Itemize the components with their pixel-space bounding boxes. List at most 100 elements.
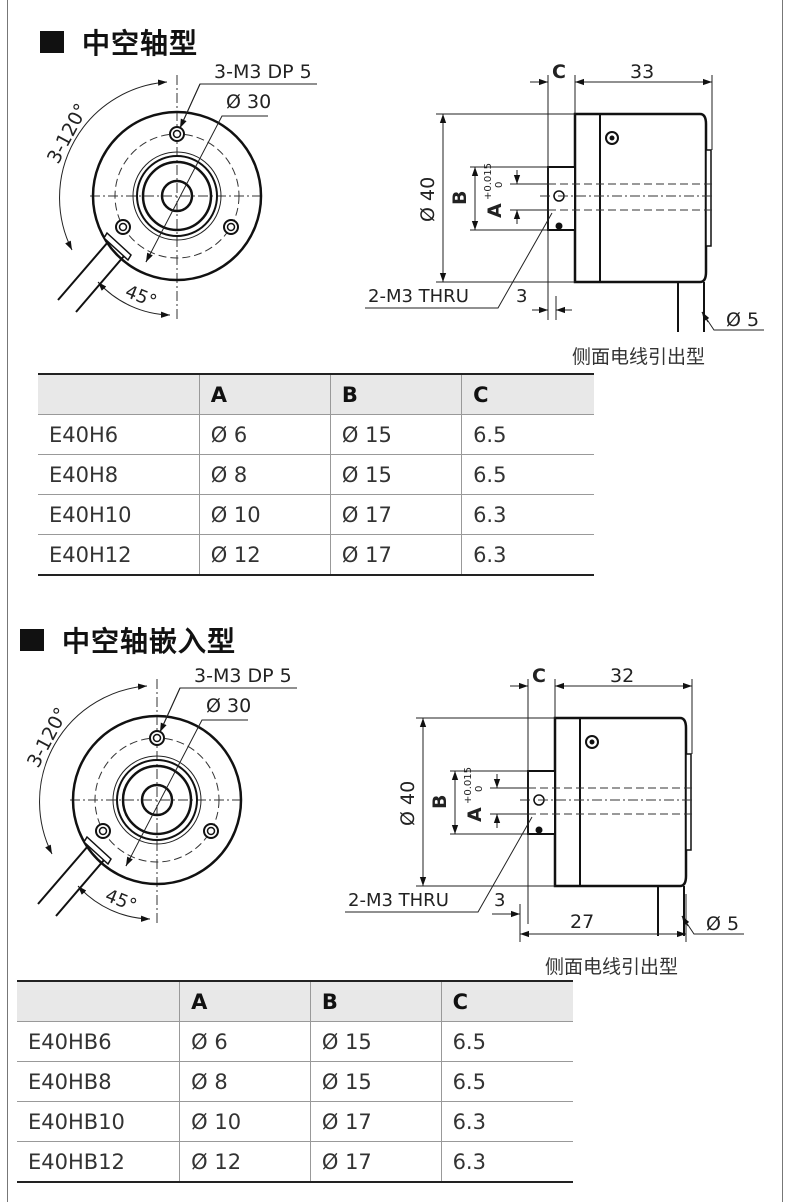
cable-dia-label: Ø 5 [726,309,759,331]
holes-label: 3-M3 DP 5 [214,61,312,83]
b-extension [470,166,548,231]
table-cell: Ø 17 [329,494,462,535]
dia-label: Ø 40 [397,781,419,826]
drawing-caption: 侧面电线引出型 [545,956,679,978]
table-cell: Ø 6 [198,414,331,455]
table-cell: E40H10 [38,494,200,535]
table-cell: Ø 17 [329,534,462,576]
holes-leader-arrow [159,687,181,733]
pcd-leader-arrow [125,856,133,867]
column-header: A [179,980,311,1022]
table-cell: 6.3 [440,1141,573,1183]
angle-arc [39,683,148,855]
table-cell: Ø 15 [309,1021,442,1062]
table-cell: 6.5 [440,1061,573,1102]
mounting-hole-icon [203,823,219,839]
set-screw [535,826,543,834]
mounting-hole-thread [206,826,216,836]
cable-angle-label: 45° [102,885,139,916]
table-cell: Ø 15 [329,414,462,455]
table-cell: Ø 15 [309,1061,442,1102]
cable-angle-arc [77,885,151,922]
c-label: C [532,665,546,687]
side-cable [657,886,685,936]
column-header [17,980,180,1022]
square-bullet-icon [20,629,44,651]
angle-label: 3-120° [23,704,73,771]
table-cell: 6.3 [461,534,594,576]
angle-arc [59,79,168,251]
a-extension [490,787,528,815]
length-label: 33 [630,61,654,83]
tolerance-lower: 0 [474,786,485,792]
a-label: A [464,807,486,822]
screw-center [609,135,615,141]
table-cell: Ø 17 [309,1141,442,1183]
extra-extension [519,894,687,942]
b-label: B [429,795,451,809]
column-header [38,373,200,415]
pcd-label: Ø 30 [206,695,251,717]
mounting-hole-icon [223,219,239,235]
c-label: C [552,61,566,83]
section-title: 中空轴型 [82,27,199,60]
side-cable [677,282,705,332]
mounting-hole-icon [95,823,111,839]
table-cell: Ø 15 [329,454,462,495]
dia-extension [436,113,575,283]
dia-extension [416,717,555,887]
column-header: B [309,980,442,1022]
cable-leader-arrow [701,311,710,323]
column-header: A [198,373,331,415]
table-cell: 6.3 [461,494,594,535]
thru-leader [365,212,553,309]
cable-leader-arrow [681,915,690,927]
front-view: 3-M3 DP 5 Ø 30 3-120° 45° [23,665,297,924]
table-cell: 6.5 [440,1021,573,1062]
thru-label: 2-M3 THRU [348,890,449,911]
mounting-hole-thread [172,129,182,139]
pcd-leader-arrow [145,252,153,263]
hub-length-label: 3 [516,286,527,307]
table-cell: E40H8 [38,454,200,495]
table-cell: E40HB6 [17,1021,180,1062]
rear-plate [685,753,692,851]
tolerance-upper: +0.015 [463,767,474,804]
holes-label: 3-M3 DP 5 [194,665,292,687]
encoder-body [553,716,688,888]
thru-label: 2-M3 THRU [368,286,469,307]
table-cell: E40HB8 [17,1061,180,1102]
b-extension [450,770,528,835]
table-cell: Ø 10 [198,494,331,535]
table-cell: Ø 8 [198,454,331,495]
cable-dia-label: Ø 5 [706,913,739,935]
mounting-hole-icon [149,730,165,746]
table-cell: Ø 10 [179,1101,311,1142]
page-border-left [7,0,8,1202]
table-cell: 6.5 [461,414,594,455]
table-cell: E40H6 [38,414,200,455]
cable-angle-arc [97,281,171,318]
mounting-hole-thread [152,733,162,743]
column-header: C [440,980,573,1022]
length-label: 32 [610,665,634,687]
table-cell: Ø 17 [309,1101,442,1142]
column-header: C [461,373,594,415]
mounting-hole-icon [169,126,185,142]
a-label: A [484,203,506,218]
encoder-body [573,112,708,284]
column-header: B [329,373,462,415]
table-cell: Ø 12 [179,1141,311,1183]
screw-center [589,739,595,745]
